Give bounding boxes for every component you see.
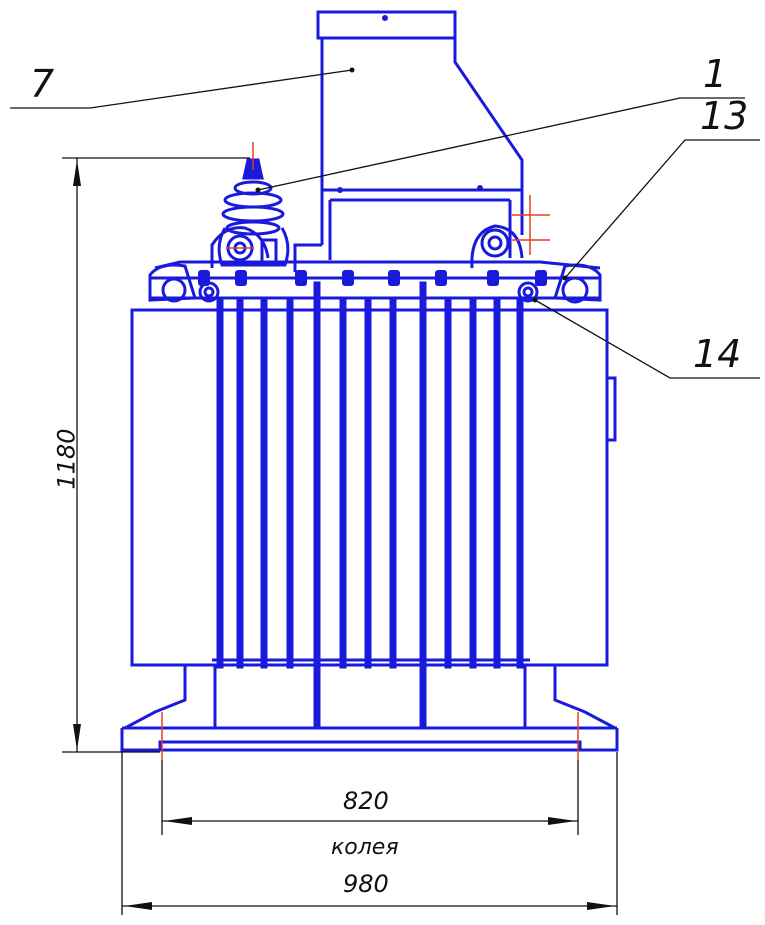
leader-dot-13 <box>562 275 568 281</box>
dimension-track <box>161 760 579 835</box>
dimension-height-label: 1180 <box>52 428 81 490</box>
base-frame <box>120 665 619 752</box>
corner-lifting-lugs <box>148 263 602 304</box>
leader-dot-1 <box>255 187 261 193</box>
radiator-headers <box>212 308 530 662</box>
leader-dot-14 <box>532 297 538 303</box>
dimension-height <box>62 157 250 753</box>
arrow-height-top <box>73 160 81 186</box>
arrow-width-right <box>587 902 615 910</box>
callout-1: 1 <box>703 52 728 96</box>
dimension-track-label: 820 <box>343 787 389 815</box>
right-center-marks <box>512 195 550 255</box>
callout-7: 7 <box>30 62 55 106</box>
callout-13: 13 <box>700 94 749 138</box>
conservator-bolt-dot-2 <box>477 185 483 191</box>
conservator-bolt-dot-3 <box>337 187 343 193</box>
right-lug-assembly <box>470 224 524 269</box>
hv-bushing <box>217 158 290 267</box>
arrow-track-left <box>164 817 192 825</box>
conservator-bolt-dot <box>382 15 388 21</box>
arrow-width-left <box>124 902 152 910</box>
radiator-fins <box>216 281 524 729</box>
callout-14: 14 <box>693 332 742 376</box>
conservator-tank <box>293 10 524 272</box>
leader-dot-7 <box>349 67 355 73</box>
base-center-marks <box>161 712 579 760</box>
leader-lines <box>10 69 760 379</box>
tank-body <box>130 308 617 667</box>
arrow-track-right <box>548 817 576 825</box>
dimension-width <box>121 752 618 915</box>
track-caption: колея <box>331 835 399 860</box>
arrow-height-bottom <box>73 724 81 750</box>
dimension-width-label: 980 <box>343 870 389 898</box>
